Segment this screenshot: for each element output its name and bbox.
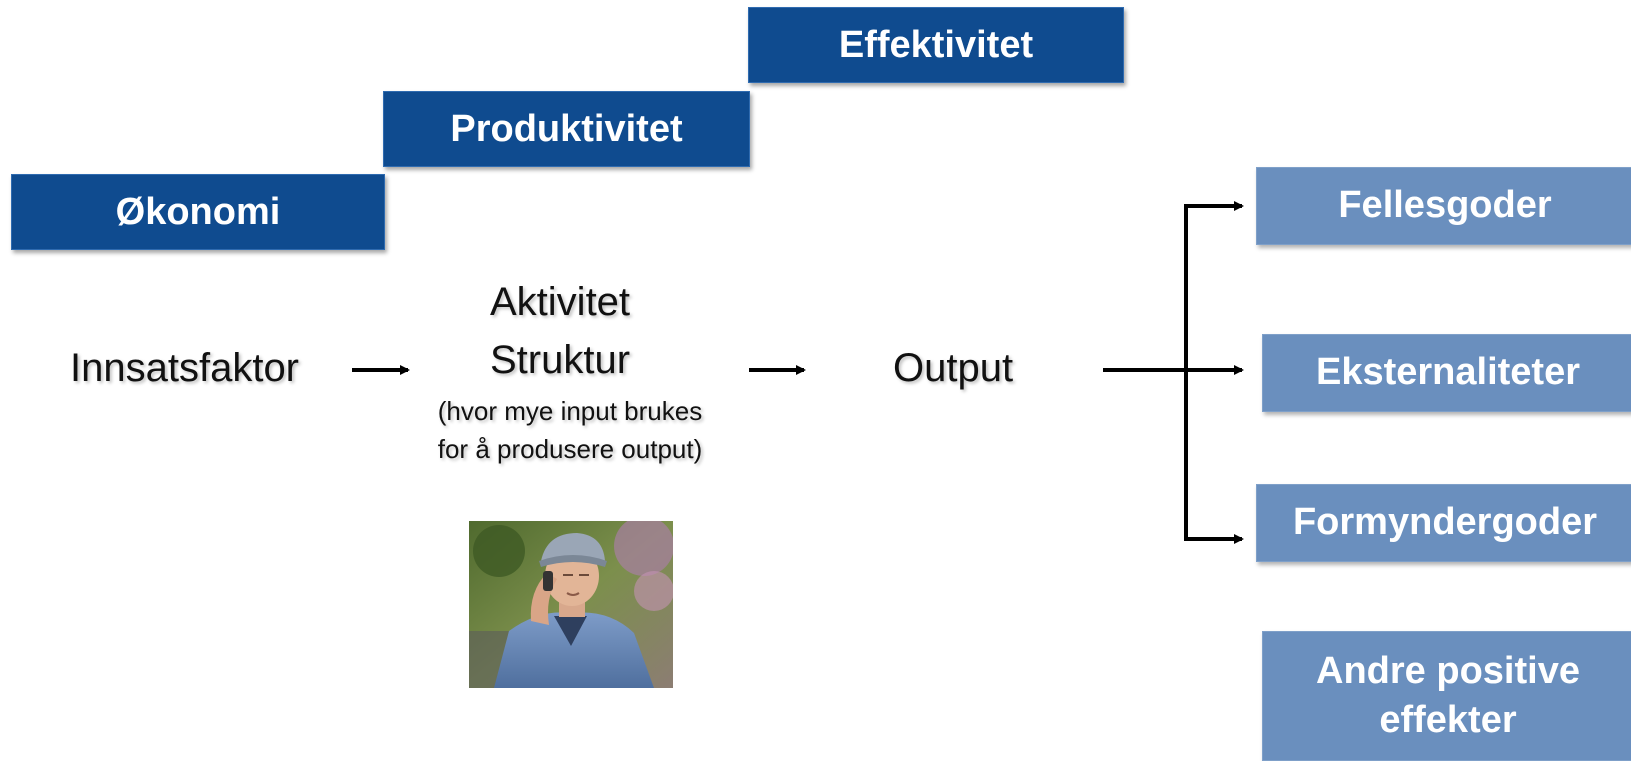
outcome-fellesgoder-label: Fellesgoder: [1338, 184, 1552, 227]
outcome-formyndergoder: Formyndergoder: [1256, 484, 1631, 562]
activity-note-line2: for å produsere output): [437, 433, 703, 464]
input-label: Innsatsfaktor: [70, 346, 300, 390]
header-effektivitet-label: Effektivitet: [838, 23, 1034, 66]
header-effektivitet: Effektivitet: [748, 7, 1124, 83]
header-okonomi: Økonomi: [11, 174, 385, 250]
activity-line2: Struktur: [490, 338, 631, 382]
outcome-fellesgoder: Fellesgoder: [1256, 167, 1631, 245]
outcome-eksternaliteter: Eksternaliteter: [1262, 334, 1631, 412]
output-label: Output: [893, 346, 1014, 390]
activity-note: (hvor mye input brukes for å produsere o…: [413, 393, 727, 468]
header-okonomi-label: Økonomi: [115, 190, 281, 233]
outcome-andre-positive-effekter: Andre positive effekter: [1262, 631, 1631, 761]
outcome-formyndergoder-label: Formyndergoder: [1292, 501, 1598, 544]
man-on-phone-photo: [469, 521, 673, 688]
activity-note-line1: (hvor mye input brukes: [437, 396, 703, 426]
outcome-eksternaliteter-label: Eksternaliteter: [1315, 351, 1580, 394]
outcome-andre-line2: effekter: [1379, 699, 1517, 741]
header-produktivitet-label: Produktivitet: [450, 107, 683, 150]
outcome-andre-line1: Andre positive: [1316, 649, 1580, 692]
header-produktivitet: Produktivitet: [383, 91, 750, 167]
activity-line1: Aktivitet: [490, 280, 631, 324]
